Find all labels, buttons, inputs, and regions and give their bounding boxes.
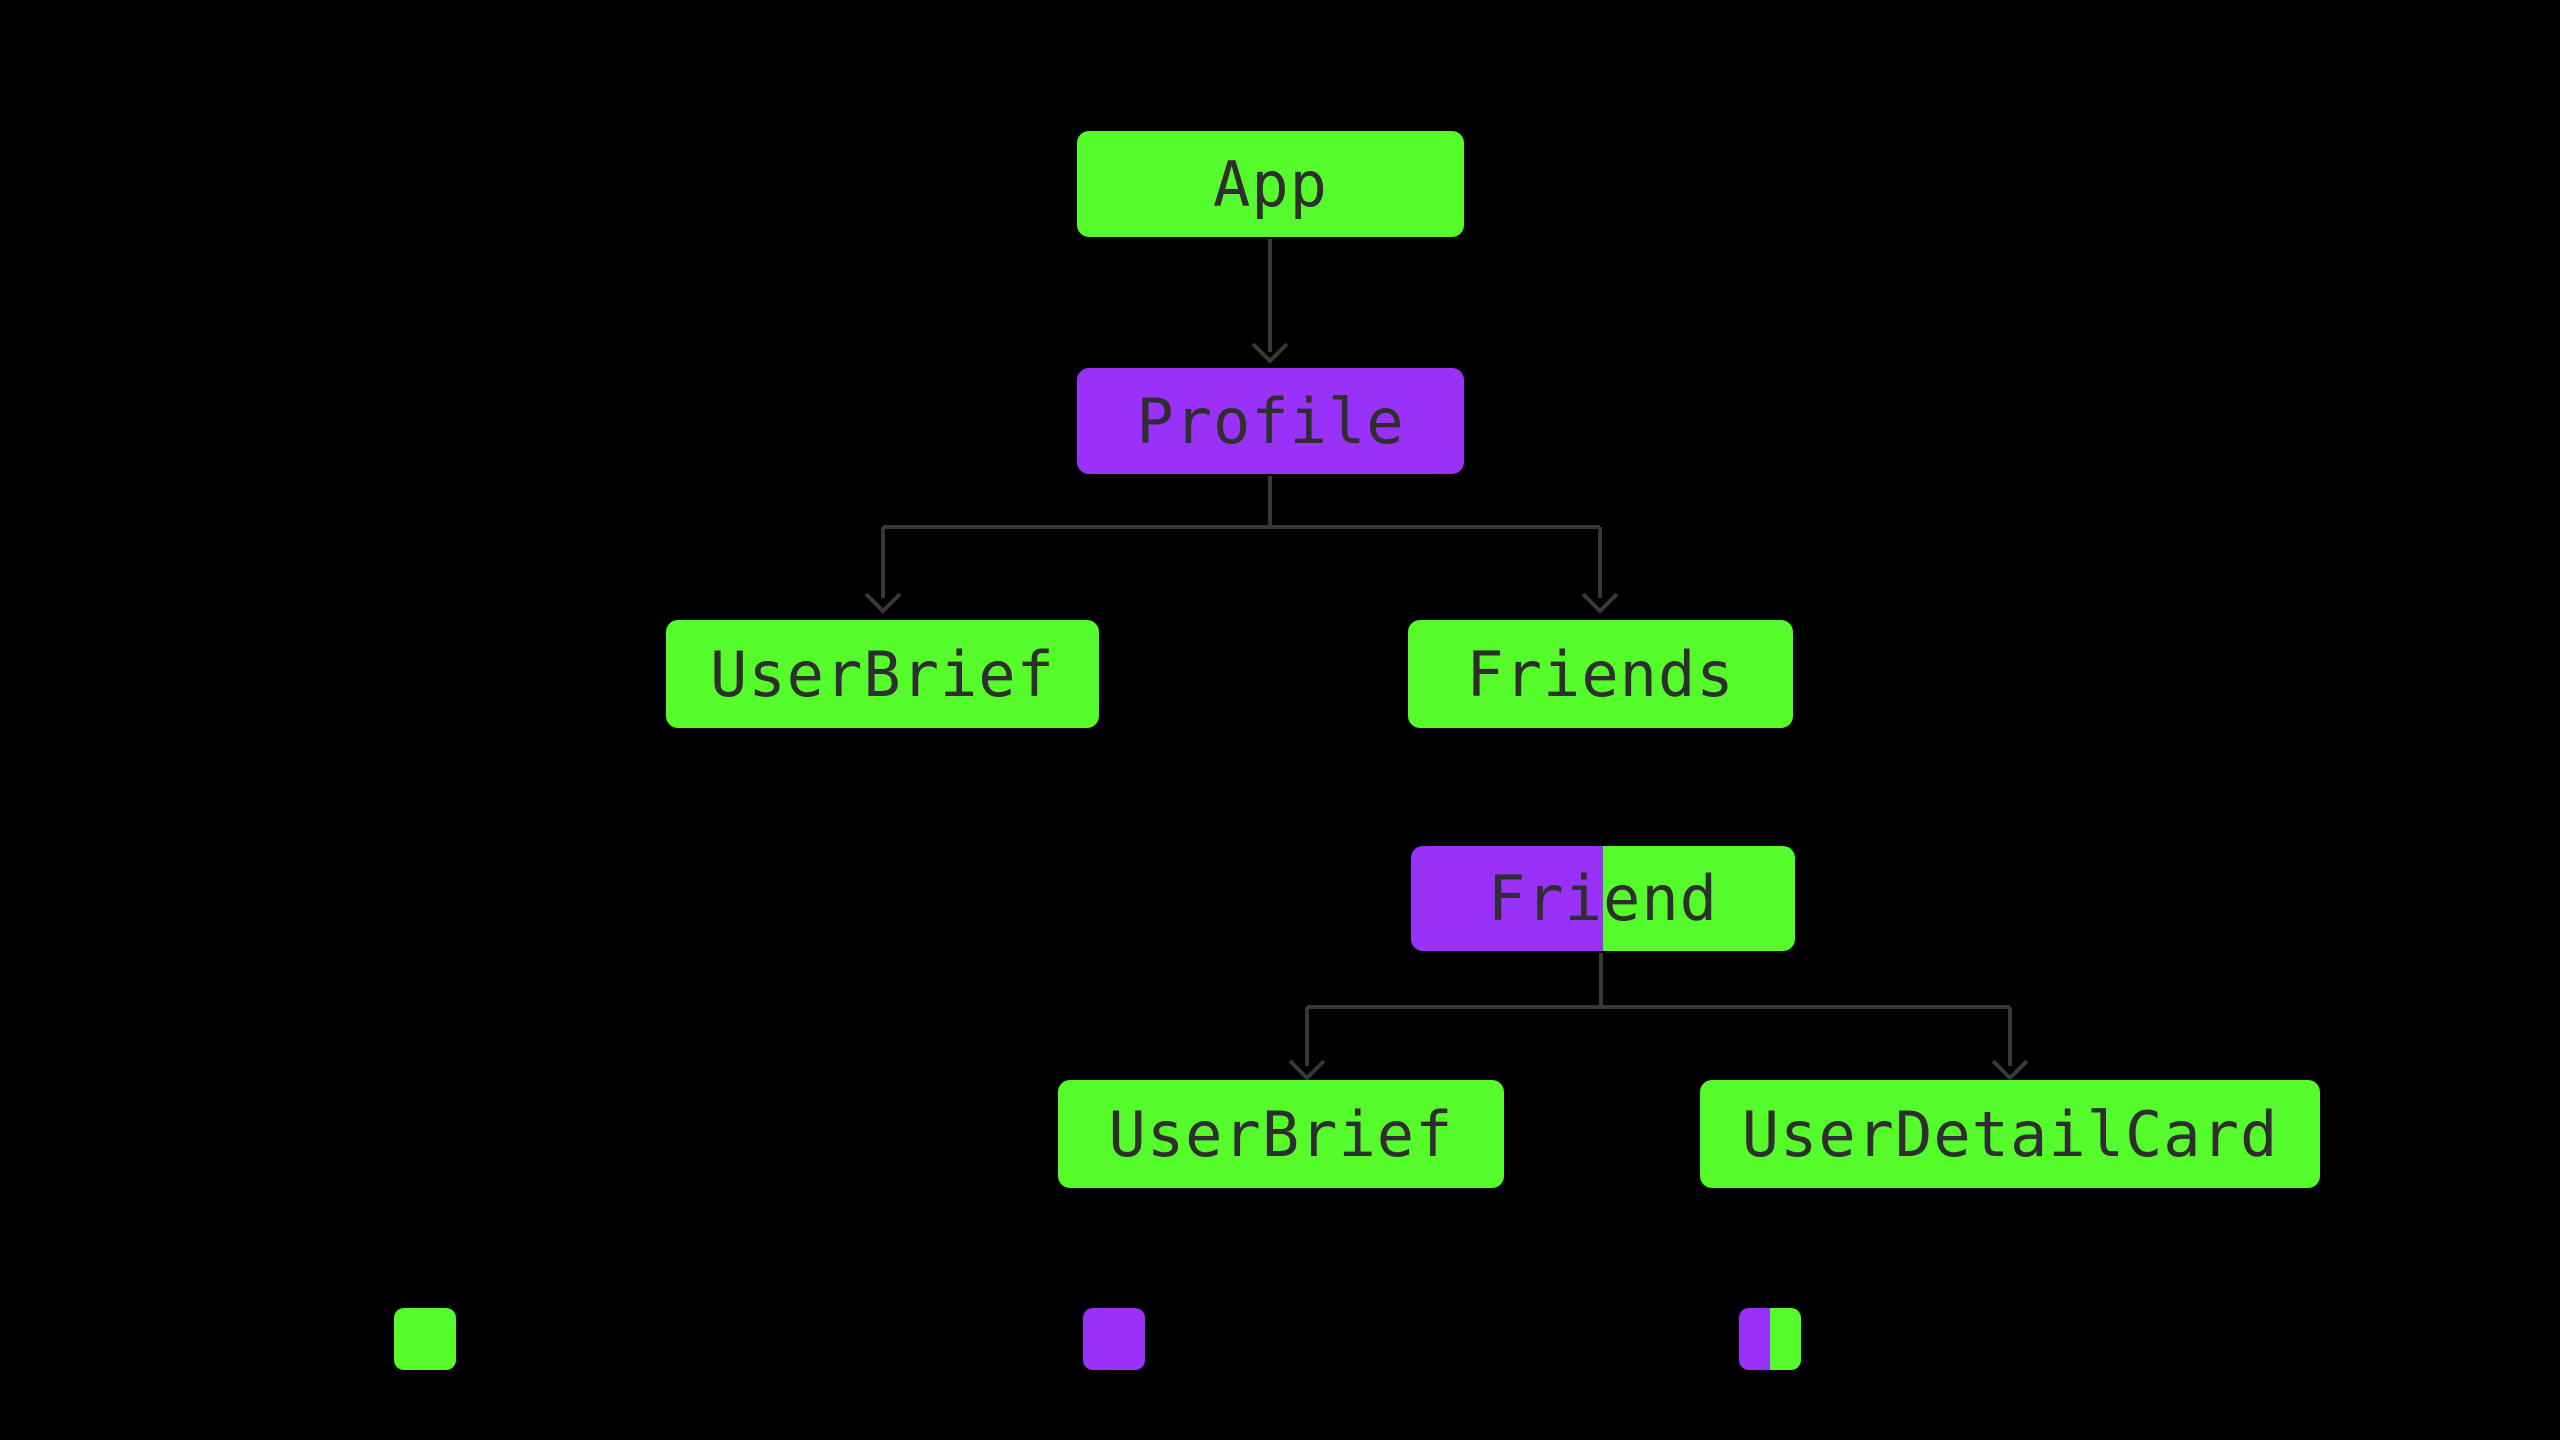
node-userbrief-1-label: UserBrief: [710, 637, 1055, 711]
arrow-down-icon: [1581, 592, 1619, 614]
arrow-down-icon: [1991, 1059, 2029, 1081]
node-userbrief-2: UserBrief: [1058, 1080, 1504, 1188]
connector-profile-children: [881, 476, 1602, 598]
node-profile: Profile: [1077, 368, 1464, 474]
arrow-down-icon: [1251, 342, 1289, 364]
node-friend-label: Friend: [1488, 862, 1718, 935]
node-friend: Friend: [1411, 846, 1795, 951]
node-app-label: App: [1213, 147, 1328, 221]
arrow-down-icon: [1288, 1059, 1326, 1081]
node-friends: Friends: [1408, 620, 1793, 728]
node-friends-label: Friends: [1466, 637, 1735, 711]
node-userbrief-2-label: UserBrief: [1108, 1097, 1454, 1171]
node-app: App: [1077, 131, 1464, 237]
node-userdetailcard: UserDetailCard: [1700, 1080, 2320, 1188]
node-userbrief-1: UserBrief: [666, 620, 1099, 728]
arrow-down-icon: [864, 592, 902, 614]
node-userdetailcard-label: UserDetailCard: [1741, 1097, 2279, 1171]
node-profile-label: Profile: [1136, 384, 1405, 458]
connector-friend-children: [1305, 953, 2012, 1066]
